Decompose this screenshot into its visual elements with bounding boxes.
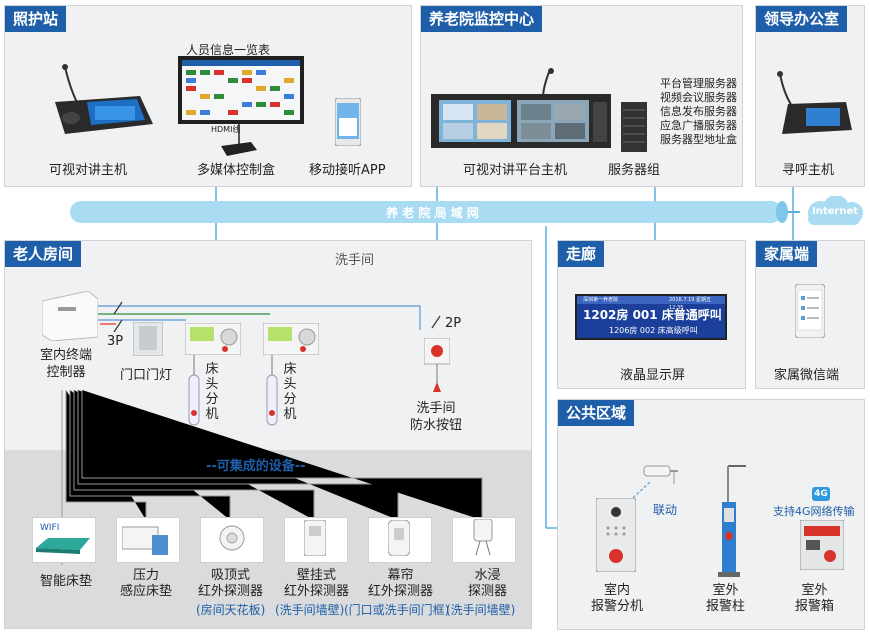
terminal-controller-icon xyxy=(42,291,98,341)
wall-ir-icon xyxy=(304,520,326,556)
server-item: 平台管理服务器 xyxy=(660,77,737,90)
support-4g-label: 支持4G网络传输 xyxy=(773,505,855,518)
mattress-icon xyxy=(36,538,90,554)
ceiling-ir-label: 吸顶式 红外探测器 xyxy=(198,568,263,600)
family-title: 家属端 xyxy=(756,241,818,267)
terminal-controller-label: 室内终端 控制器 xyxy=(40,347,92,381)
lcd-header-left: 深圳第一养老院 xyxy=(583,297,619,303)
hdmi-label: HDMI线 xyxy=(211,125,241,134)
public-area-title: 公共区域 xyxy=(558,400,635,426)
lcd-screen: 深圳第一养老院 2016.7.19 星期五 12:35 1202房 001 床普… xyxy=(575,294,727,340)
indoor-alarm-text: 室内 报警分机 xyxy=(591,583,644,614)
curtain-ir-label: 幕帘 红外探测器 xyxy=(368,568,433,600)
intercom-host-label: 可视对讲主机 xyxy=(49,163,128,178)
intercom-host-icon xyxy=(55,64,153,134)
water-detector-note: (洗手间墙壁) xyxy=(446,603,516,617)
indoor-alarm-label: 室内 报警分机 xyxy=(591,583,643,615)
call-handle-icon xyxy=(266,355,278,426)
paging-host-label: 寻呼主机 xyxy=(782,163,835,178)
bed-unit-icon xyxy=(263,323,319,355)
wall-ir-label: 壁挂式 红外探测器 xyxy=(284,568,349,600)
outdoor-box-text: 室外 报警箱 xyxy=(795,583,835,614)
bed-unit-label-2: 床头分机 xyxy=(283,362,297,422)
waterproof-button-text: 洗手间 防水按钮 xyxy=(410,401,463,433)
bed-unit-label-1: 床头分机 xyxy=(205,362,219,422)
lan-label: 养 老 院 局 域 网 xyxy=(386,206,479,220)
door-light-icon xyxy=(133,322,163,356)
water-detector-text: 水浸 探测器 xyxy=(468,568,508,599)
label-3p: 3P xyxy=(107,334,124,349)
washroom-label: 洗手间 xyxy=(335,253,375,268)
indoor-alarm-icon xyxy=(596,498,636,572)
ceiling-ir-note: (房间天花板) xyxy=(196,603,266,617)
media-box-label: 多媒体控制盒 xyxy=(197,163,276,178)
call-handle-icon xyxy=(188,355,200,426)
label-2p: 2P xyxy=(445,316,462,331)
badge-4g: 4G xyxy=(812,487,830,501)
wechat-phone-icon xyxy=(795,284,825,338)
smart-mattress-label: 智能床垫 xyxy=(40,574,93,589)
corridor-title: 走廊 xyxy=(558,241,605,267)
mobile-phone-icon xyxy=(335,98,361,146)
server-item: 服务器型地址盒 xyxy=(660,133,737,146)
lcd-header-right: 2016.7.19 星期五 12:35 xyxy=(669,297,712,311)
integrable-title: --可集成的设备-- xyxy=(206,459,306,474)
wifi-label: WIFI xyxy=(40,523,60,533)
nurse-station-title: 照护站 xyxy=(5,6,67,32)
monitor-center-panel: 养老院监控中心 可视对讲平台主机 服务器组 平台管理服务器 视频会议服务器 信息… xyxy=(420,5,743,187)
outdoor-pillar-label: 室外 报警柱 xyxy=(706,583,745,615)
leader-office-title: 领导办公室 xyxy=(756,6,848,32)
platform-host-icon xyxy=(431,68,611,148)
server-item: 信息发布服务器 xyxy=(660,105,737,118)
curtain-ir-text: 幕帘 红外探测器 xyxy=(368,568,434,599)
lcd-line-2: 1206房 002 床高级呼叫 xyxy=(609,326,698,335)
curtain-ir-note: (门口或洗手间门框) xyxy=(344,603,450,617)
pressure-pad-label: 压力 感应床垫 xyxy=(120,568,172,600)
nurse-station-panel: 照护站 可视对讲主机 人员信息一览表 HDMI线 多媒体控制盒 移动接听APP xyxy=(4,5,412,187)
curtain-ir-icon xyxy=(388,520,410,556)
ceiling-ir-text: 吸顶式 红外探测器 xyxy=(198,568,264,599)
internet-label: Internet xyxy=(812,206,859,217)
wechat-label: 家属微信端 xyxy=(774,368,840,383)
pressure-pad-icon xyxy=(122,526,168,555)
waterproof-button-icon xyxy=(424,338,450,392)
server-item: 视频会议服务器 xyxy=(660,91,737,104)
monitor-center-title: 养老院监控中心 xyxy=(421,6,543,32)
info-table-title: 人员信息一览表 xyxy=(186,43,271,57)
linkage-label: 联动 xyxy=(653,503,678,517)
server-item: 应急广播服务器 xyxy=(660,119,737,132)
server-rack-icon xyxy=(621,102,647,152)
server-list: 平台管理服务器 视频会议服务器 信息发布服务器 应急广播服务器 服务器型地址盒 xyxy=(660,77,737,147)
media-box-icon xyxy=(221,142,257,156)
platform-host-label: 可视对讲平台主机 xyxy=(463,163,568,178)
water-detector-icon xyxy=(473,519,493,556)
lcd-header xyxy=(577,296,725,304)
pressure-pad-text: 压力 感应床垫 xyxy=(120,568,173,599)
outdoor-pillar-icon xyxy=(718,465,746,577)
terminal-controller-text: 室内终端 控制器 xyxy=(40,348,93,380)
outdoor-box-label: 室外 报警箱 xyxy=(795,583,834,615)
elder-room-title: 老人房间 xyxy=(5,241,82,267)
bed-unit-icon xyxy=(185,323,241,355)
mobile-app-label: 移动接听APP xyxy=(309,163,386,178)
server-group-label: 服务器组 xyxy=(608,163,661,178)
lcd-line-1: 1202房 001 床普通呼叫 xyxy=(583,308,722,322)
lan-bar xyxy=(70,196,863,225)
outdoor-pillar-text: 室外 报警柱 xyxy=(706,583,746,614)
door-light-label: 门口门灯 xyxy=(120,368,173,383)
paging-host-icon xyxy=(777,71,852,134)
leader-office-panel: 领导办公室 寻呼主机 xyxy=(755,5,865,187)
lcd-label: 液晶显示屏 xyxy=(620,368,686,383)
outdoor-box-icon xyxy=(800,520,844,570)
wall-ir-text: 壁挂式 红外探测器 xyxy=(284,568,350,599)
room-wiring xyxy=(61,301,483,565)
info-board-icon xyxy=(178,56,304,124)
waterproof-button-label: 洗手间 防水按钮 xyxy=(410,400,462,434)
ceiling-ir-icon xyxy=(219,525,245,551)
water-detector-label: 水浸 探测器 xyxy=(468,568,507,600)
wall-ir-note: (洗手间墙壁) xyxy=(275,603,345,617)
camera-icon xyxy=(643,465,678,484)
